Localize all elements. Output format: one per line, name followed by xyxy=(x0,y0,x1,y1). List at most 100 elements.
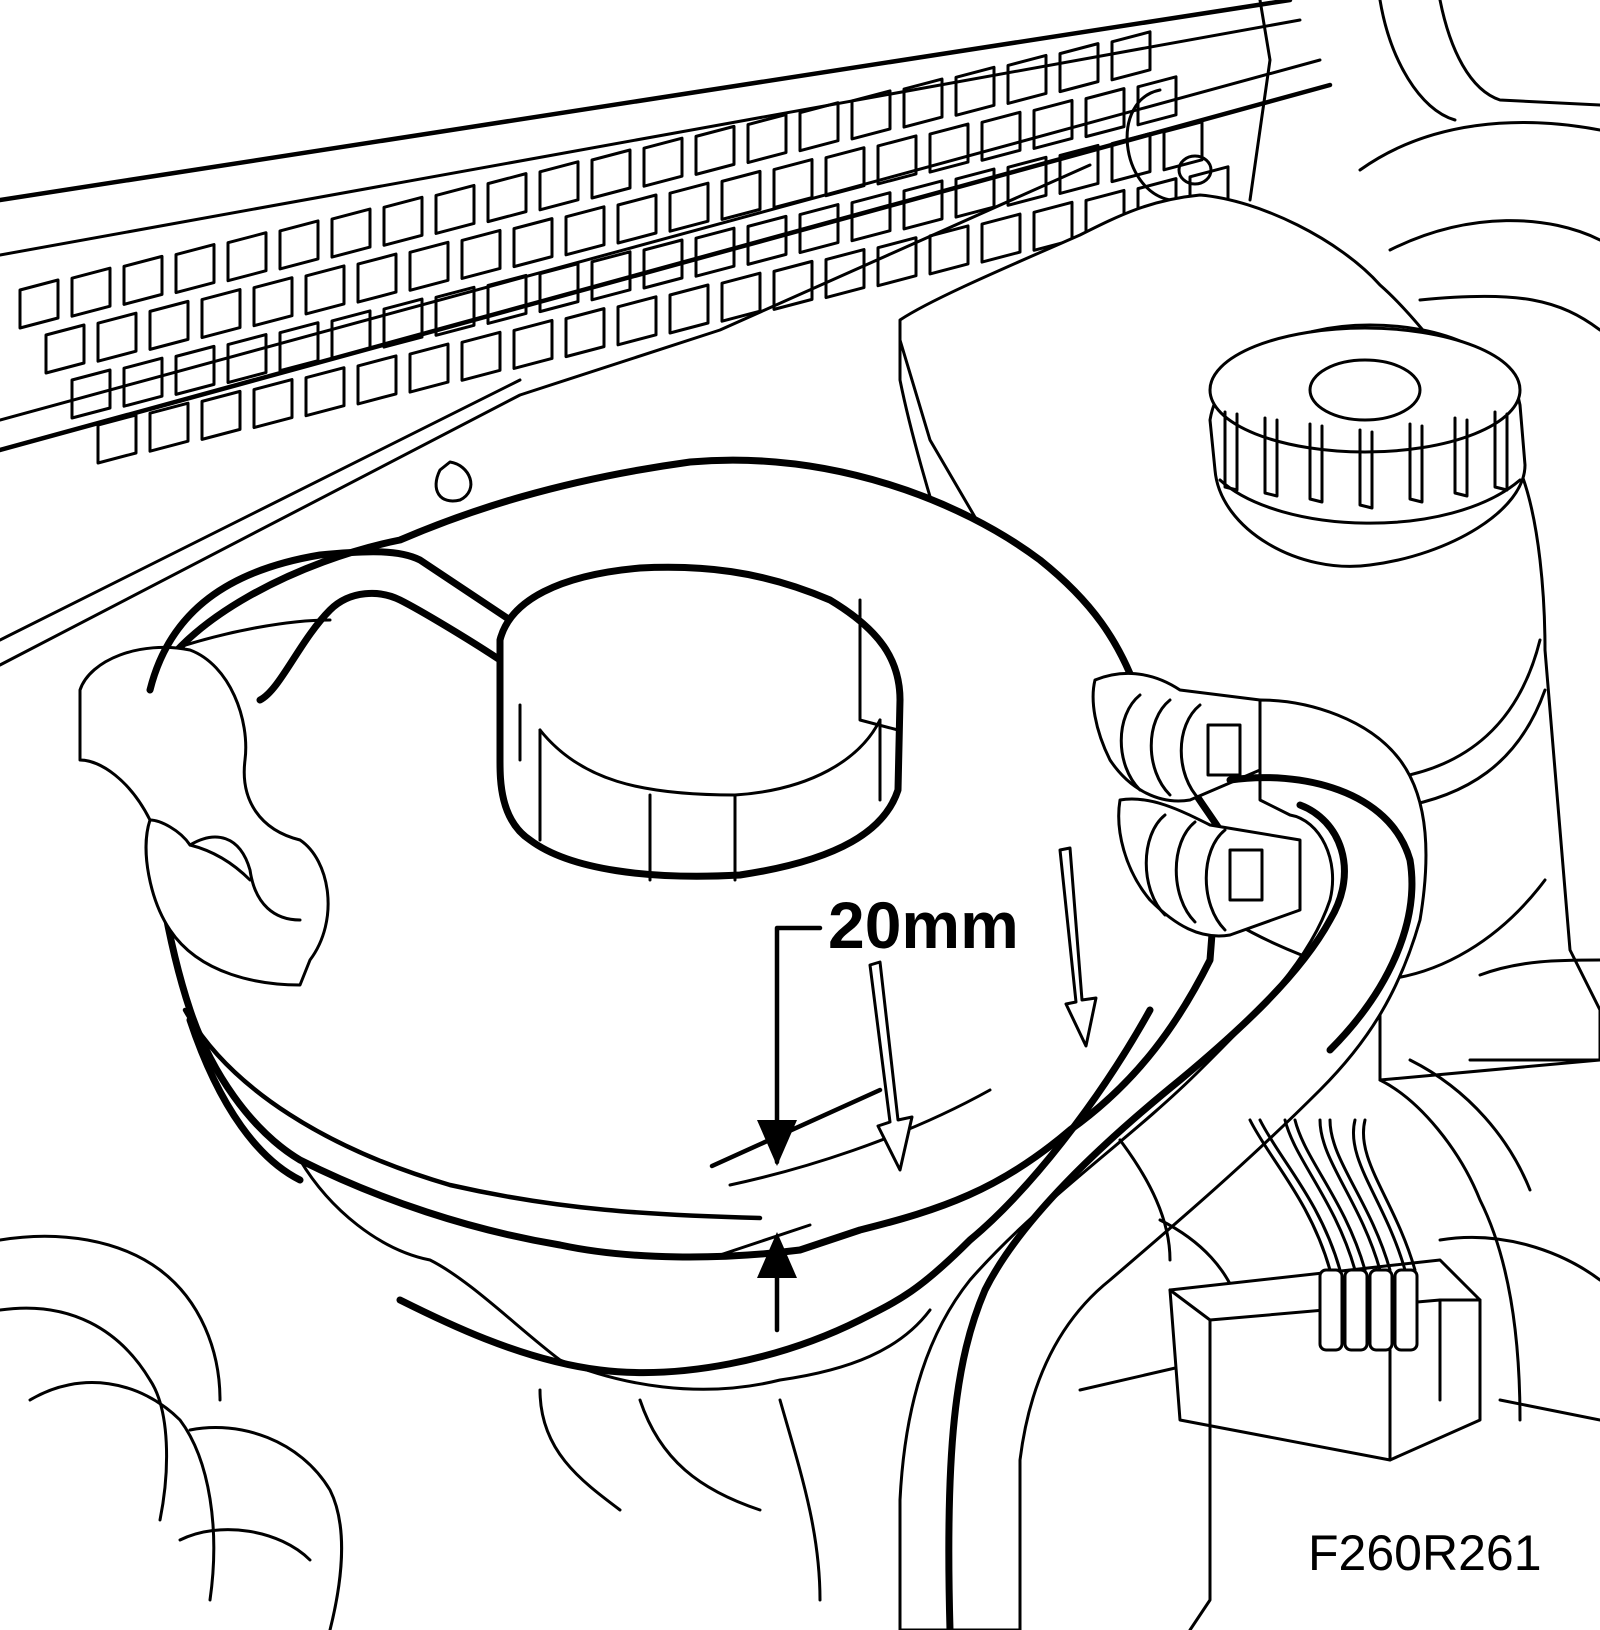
grille-slot xyxy=(486,172,528,224)
grille-slot xyxy=(928,224,970,276)
wire xyxy=(1283,1118,1357,1272)
fitting-ring xyxy=(1204,828,1227,932)
connector-pin xyxy=(1318,1268,1344,1352)
grille-slot xyxy=(694,124,736,176)
grille-slot xyxy=(850,89,892,141)
grille-slot xyxy=(200,389,242,441)
grille-slot xyxy=(824,248,866,300)
grille-slot xyxy=(512,217,554,269)
grille-slot xyxy=(1006,53,1048,105)
grille-slot xyxy=(460,330,502,382)
fitting-ring xyxy=(1144,813,1167,917)
wire xyxy=(1258,1118,1342,1272)
figure-number: F260R261 xyxy=(1308,1525,1542,1581)
cap-rib xyxy=(1358,428,1374,510)
grille-slot xyxy=(304,366,346,418)
grille-slot xyxy=(1110,132,1152,184)
connector-pin xyxy=(1368,1268,1394,1352)
grille-slot xyxy=(1032,98,1074,150)
grille-slot xyxy=(148,401,190,453)
grille-slot xyxy=(538,160,580,212)
grille-slot xyxy=(876,236,918,288)
grille-slot xyxy=(330,309,372,361)
upper-hose xyxy=(78,548,514,987)
grille-slot xyxy=(382,297,424,349)
fitting-clip xyxy=(1228,848,1264,902)
grille-slot xyxy=(772,259,814,311)
wire xyxy=(1352,1118,1407,1272)
grille-slot xyxy=(18,278,60,330)
cap-rib xyxy=(1308,422,1324,504)
grille-slot xyxy=(980,212,1022,264)
grille-slot xyxy=(1058,143,1100,195)
arrow-up-icon xyxy=(757,1232,797,1278)
grille-slot xyxy=(902,77,944,129)
grille-slot xyxy=(564,307,606,359)
connector-pin xyxy=(1393,1268,1419,1352)
coolant-filler-cap xyxy=(496,563,904,882)
grille-slot xyxy=(538,262,580,314)
grille-slot xyxy=(408,240,450,292)
connector-pin xyxy=(1343,1268,1369,1352)
cap-rib xyxy=(1453,416,1469,498)
fitting-ring xyxy=(1149,698,1172,797)
arrow-down-icon xyxy=(757,1120,797,1166)
cap-rib xyxy=(1493,410,1509,492)
fitting-clip xyxy=(1206,723,1242,777)
grille-slot xyxy=(720,169,762,221)
grille-slot xyxy=(772,158,814,210)
grille-slot xyxy=(954,65,996,117)
fitting-ring xyxy=(1174,820,1197,924)
grille-slot xyxy=(1006,155,1048,207)
grille-slot xyxy=(278,321,320,373)
grille-slot xyxy=(824,146,866,198)
grille-slot xyxy=(122,254,164,306)
grille-slot xyxy=(564,205,606,257)
grille-slot xyxy=(642,238,684,290)
wire xyxy=(1293,1118,1367,1272)
wire xyxy=(1248,1118,1332,1272)
grille-slot xyxy=(850,191,892,243)
grille-slot xyxy=(96,413,138,465)
grille-slot xyxy=(486,273,528,325)
lower-engine-bay xyxy=(0,1058,1600,1630)
grille-slot xyxy=(980,110,1022,162)
wire xyxy=(1328,1118,1392,1272)
grille-slot xyxy=(590,250,632,302)
level-dimension: 20mm xyxy=(709,888,1019,1333)
grille-slot xyxy=(668,181,710,233)
level-pointer-arrows xyxy=(868,846,1098,1172)
grille-slot xyxy=(876,134,918,186)
grille-slot xyxy=(356,354,398,406)
fitting-ring xyxy=(1179,703,1202,802)
scuttle-grille xyxy=(0,0,1333,465)
lower-hose xyxy=(898,698,1428,1630)
fitting-ring xyxy=(1119,693,1142,792)
grille-slot xyxy=(694,226,736,278)
grille-slot xyxy=(174,344,216,396)
wire xyxy=(1362,1118,1417,1272)
grille-slot xyxy=(174,243,216,295)
grille-slot xyxy=(434,285,476,337)
electrical-connector xyxy=(1168,1118,1482,1462)
grille-slot xyxy=(798,203,840,255)
grille-slot xyxy=(148,299,190,351)
body-panel xyxy=(0,0,1600,667)
grille-slot xyxy=(668,283,710,335)
grille-slot xyxy=(70,266,112,318)
grille-slot xyxy=(746,113,788,165)
grille-slot xyxy=(616,193,658,245)
grille-slot xyxy=(798,101,840,153)
grille-slot xyxy=(512,318,554,370)
grille-slot xyxy=(1162,120,1204,172)
grille-slot xyxy=(226,333,268,385)
grille-slot xyxy=(44,323,86,375)
grille-slot xyxy=(746,214,788,266)
grille-slot xyxy=(96,311,138,363)
grille-slot xyxy=(70,368,112,420)
grille-slot xyxy=(382,195,424,247)
grille-slot xyxy=(434,183,476,235)
grille-slot xyxy=(252,378,294,430)
grille-slot xyxy=(928,122,970,174)
grille-slot xyxy=(356,252,398,304)
